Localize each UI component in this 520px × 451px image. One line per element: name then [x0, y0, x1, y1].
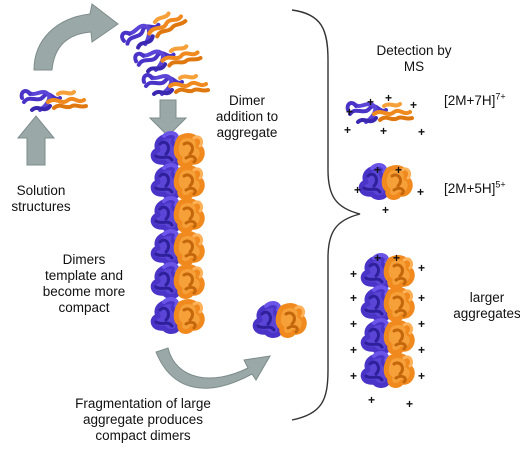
charge-symbol: + [418, 317, 426, 331]
detection-label: Detection by MS [376, 43, 452, 74]
dimer-addition-label: Dimer addition to aggregate [215, 93, 279, 140]
charge-symbol: + [385, 91, 393, 105]
charge-symbol: + [418, 261, 426, 275]
charge-symbol: + [382, 203, 390, 217]
ms-compact-dimer [361, 165, 410, 197]
charge-symbol: + [350, 267, 358, 281]
charge-symbol: + [350, 317, 358, 331]
charge-symbol: + [380, 124, 388, 138]
charge-symbol: + [354, 183, 362, 197]
charge-symbol: + [374, 163, 382, 177]
charge-symbol: + [418, 369, 426, 383]
ion-7plus-label: [2M+7H]7+ [444, 91, 506, 108]
solution-dimer [141, 73, 210, 96]
solution-dimer [19, 89, 89, 112]
charge-symbol: + [395, 163, 403, 177]
process-arrow-icon [16, 3, 271, 389]
curly-bracket [291, 9, 361, 421]
charge-symbol: + [393, 251, 401, 265]
charge-symbol: + [418, 343, 426, 357]
solution-dimer [132, 41, 204, 76]
charge-symbol: + [418, 291, 426, 305]
larger-aggregates-label: larger aggregates [453, 290, 520, 321]
ion-5plus-label: [2M+5H]5+ [444, 179, 506, 196]
charge-symbol: + [344, 123, 352, 137]
charge-symbol: + [350, 291, 358, 305]
charge-symbol: + [350, 343, 358, 357]
compact-dimer [255, 303, 304, 335]
dimers-template-label: Dimers template and become more compact [42, 252, 126, 315]
larger-aggregates [363, 255, 412, 385]
charge-symbol: + [350, 369, 358, 383]
charge-symbol: + [367, 95, 375, 109]
charge-symbol: + [368, 393, 376, 407]
ms-extended-dimer [345, 101, 414, 124]
aggregate-stack [153, 133, 202, 331]
solution-dimer [118, 5, 190, 54]
charge-symbol: + [417, 185, 425, 199]
charge-symbol: + [374, 251, 382, 265]
solution-structures-label: Solution structures [11, 183, 71, 214]
fragmentation-label: Fragmentation of large aggregate produce… [75, 396, 211, 443]
charge-symbol: + [346, 105, 354, 119]
charge-symbol: + [418, 125, 426, 139]
charge-symbol: + [410, 98, 418, 112]
charge-symbol: + [406, 397, 414, 411]
